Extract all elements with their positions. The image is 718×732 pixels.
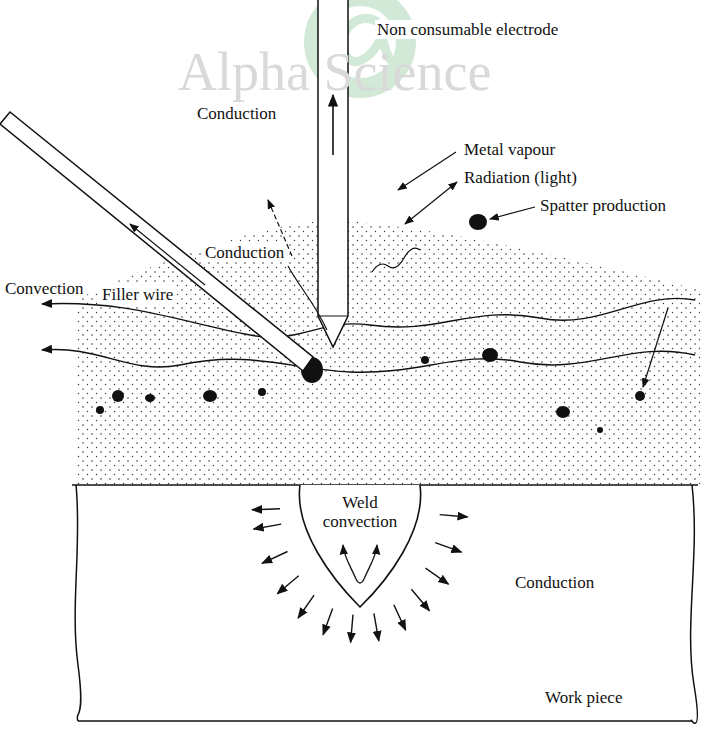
conduction-ray (440, 515, 468, 517)
work-piece: ConductionWork piece Weld convection (72, 485, 698, 723)
heat-flow-label: Conduction (203, 243, 286, 262)
heat-flow-label: Convection (3, 279, 85, 298)
spatter-blob (556, 406, 570, 418)
weld-pool: Weld convection (298, 485, 422, 610)
filler-arrow (130, 224, 205, 285)
spatter-blob (96, 406, 104, 414)
conduction-ray (323, 608, 333, 634)
spatter-blob (482, 348, 498, 362)
conduction-ray (351, 615, 353, 643)
watermark: Alpha Science (178, 44, 491, 100)
part-label: Radiation (light) (462, 168, 579, 187)
spatter-blob (258, 388, 266, 396)
conduction-ray (411, 589, 429, 610)
electrode-tip-line (318, 316, 348, 317)
convection-lines (42, 298, 695, 372)
conduction-ray (277, 576, 298, 594)
heat-flow-label: Conduction (515, 573, 594, 592)
part-label: Non consumable electrode (375, 20, 560, 39)
spatter-blob (421, 356, 429, 364)
spatter-blob (145, 394, 155, 402)
conduction-ray (298, 595, 314, 618)
conduction-ray (374, 613, 379, 641)
conduction-ray (435, 543, 461, 553)
conduction-ray (254, 524, 282, 529)
pool-label: Weld convection (310, 493, 410, 531)
part-label: Spatter production (538, 196, 668, 215)
part-label: Metal vapour (462, 140, 557, 159)
spatter-blob (635, 391, 645, 401)
spatter-blob (112, 390, 124, 402)
conduction-ray (394, 605, 406, 630)
conduction-ray (252, 509, 280, 510)
conduction-arrow (332, 95, 334, 155)
spatter-blob (597, 427, 603, 433)
spatter-blobs (96, 214, 645, 433)
part-label: Work piece (545, 688, 622, 707)
spatter-blob (469, 214, 487, 230)
filler-wire (0, 112, 313, 371)
conduction-ray (262, 552, 287, 564)
leader-arrows (268, 152, 668, 387)
spatter-blob (203, 390, 217, 402)
heat-flow-label: Conduction (195, 104, 278, 123)
conduction-ray (426, 568, 449, 584)
part-label: Filler wire (100, 285, 175, 304)
